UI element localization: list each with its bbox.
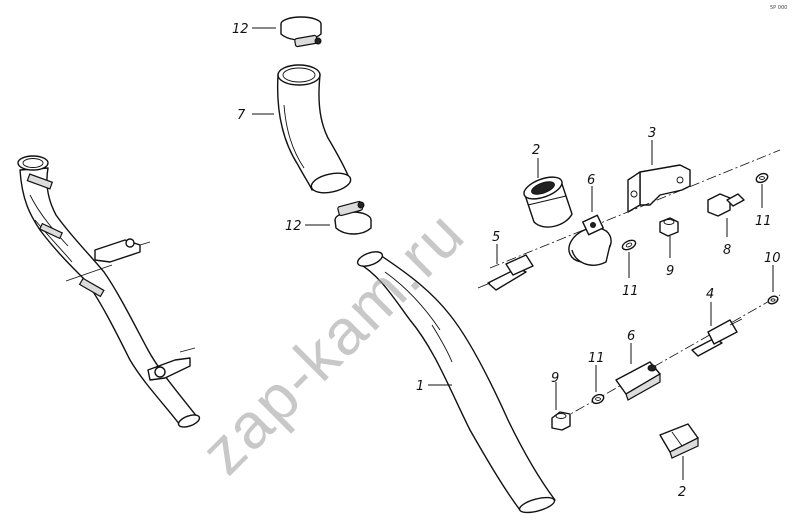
callout-10: 10 — [764, 251, 781, 266]
callout-12-upper: 12 — [232, 22, 249, 37]
callout-9-lower: 9 — [551, 371, 559, 386]
leader-lines — [252, 27, 774, 480]
bolt-8 — [707, 193, 745, 217]
callout-11-lower: 11 — [588, 351, 605, 366]
callout-4: 4 — [706, 287, 714, 302]
clamp-middle — [78, 277, 105, 298]
pipe-bottom-end — [177, 414, 201, 428]
rubber-bushing-upper — [523, 176, 573, 228]
long-pipe-top-opening — [356, 251, 384, 267]
washer-10 — [767, 295, 779, 305]
callout-3: 3 — [648, 126, 656, 141]
washer-11-right — [755, 172, 769, 184]
mounting-bracket-3 — [627, 164, 691, 213]
callout-8: 8 — [723, 243, 731, 258]
callout-labels: 12 7 12 1 2 3 6 5 11 9 8 11 10 4 6 11 9 … — [232, 22, 781, 500]
callout-6-lower: 6 — [627, 329, 635, 344]
clamp-ring — [568, 214, 612, 266]
callout-1: 1 — [416, 379, 424, 394]
hose-bottom-opening — [310, 172, 352, 194]
long-exhaust-pipe — [356, 251, 556, 514]
callout-2-upper: 2 — [532, 143, 540, 158]
callout-11-right: 11 — [755, 214, 772, 229]
washer-11-lower — [591, 393, 605, 405]
callout-9-upper: 9 — [666, 264, 674, 279]
callout-7: 7 — [237, 108, 246, 123]
pipe-top-opening — [17, 155, 49, 171]
callout-12-lower: 12 — [285, 219, 302, 234]
nut-9-upper — [659, 217, 679, 237]
curved-hose — [276, 64, 352, 194]
clamp-block-6 — [615, 361, 661, 401]
threaded-stud-5 — [477, 254, 534, 291]
threaded-stud-4 — [691, 318, 743, 357]
hose-clamp-lower — [334, 200, 372, 235]
callout-5: 5 — [492, 230, 500, 245]
washer-11-upper — [621, 239, 637, 251]
nut-9-lower — [551, 411, 571, 431]
rubber-bushing-lower — [659, 423, 699, 459]
assembly-axis-upper — [489, 149, 781, 269]
callout-6-upper: 6 — [587, 173, 595, 188]
long-pipe-bottom-opening — [518, 496, 556, 514]
callout-11-upper: 11 — [622, 284, 639, 299]
hose-clamp-upper — [280, 16, 322, 48]
assembled-pipe-assembly — [17, 155, 201, 428]
callout-2-lower: 2 — [678, 485, 686, 500]
page-code: 5Р 000 — [770, 5, 787, 11]
clamp-upper — [26, 173, 54, 190]
